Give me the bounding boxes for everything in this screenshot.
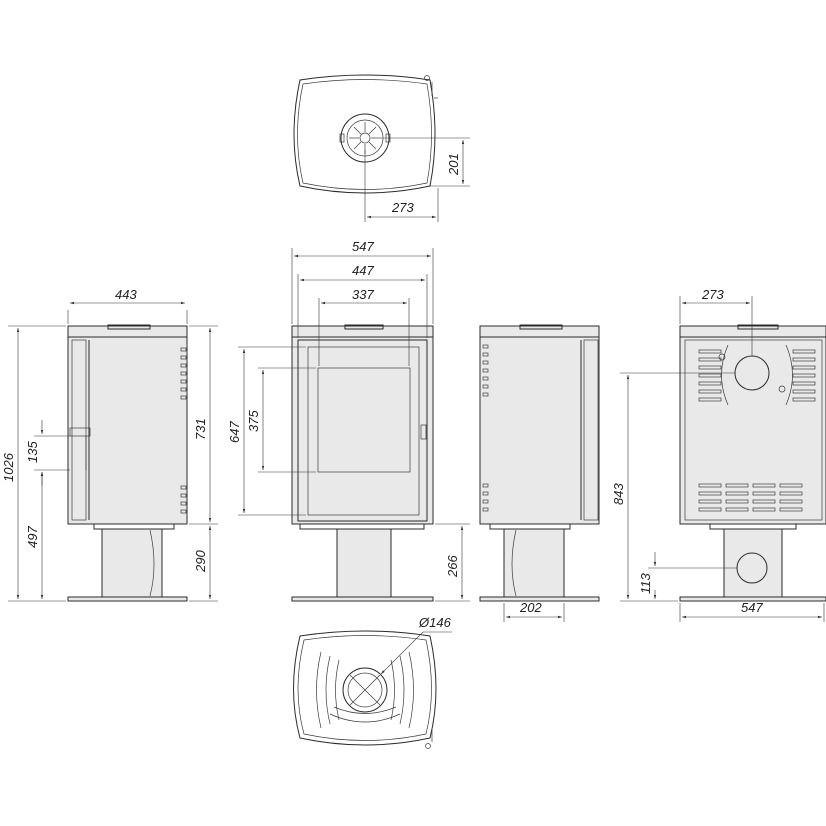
bottom-dimensions: Ø146 xyxy=(380,615,452,675)
dim-top-depth: 273 xyxy=(391,200,414,215)
side-view-right xyxy=(479,324,600,602)
back-dimensions: 273 843 113 547 xyxy=(611,287,825,622)
dim-height-handle: 135 xyxy=(25,441,40,463)
right-vents-bottom xyxy=(482,483,489,512)
dim-front-base: 266 xyxy=(445,555,460,578)
dim-side-depth: 443 xyxy=(115,287,137,302)
dim-side-base-depth: 202 xyxy=(519,600,542,615)
dim-height-total: 1026 xyxy=(1,452,16,482)
dim-back-outlet-height: 843 xyxy=(611,483,626,505)
back-upper-grille xyxy=(698,344,816,406)
dim-back-lower-outlet: 113 xyxy=(638,573,653,594)
dim-bottom-diameter: Ø146 xyxy=(418,615,452,630)
side-vents-bottom xyxy=(180,485,187,514)
dim-top-offset: 201 xyxy=(446,153,461,176)
dim-height-pivot: 497 xyxy=(25,526,40,548)
front-view xyxy=(291,324,434,602)
top-dimensions: 201 273 xyxy=(364,137,470,222)
right-side-dimensions: 202 xyxy=(503,600,565,622)
side-dimensions: 443 1026 497 135 731 290 xyxy=(1,287,218,602)
dim-width-outer: 547 xyxy=(352,239,374,254)
dim-back-outlet-offset: 273 xyxy=(701,287,724,302)
dim-height-body: 731 xyxy=(193,418,208,440)
dim-width-inner: 337 xyxy=(352,287,374,302)
back-lower-grille xyxy=(698,483,803,512)
dim-back-width: 547 xyxy=(741,600,763,615)
side-view-left xyxy=(67,324,188,602)
bottom-view xyxy=(293,630,437,749)
back-view xyxy=(679,324,826,602)
bottom-slots xyxy=(316,651,414,729)
dim-front-height: 647 xyxy=(227,421,242,443)
dim-width-mid: 447 xyxy=(352,263,374,278)
right-vents-top xyxy=(482,344,489,397)
dim-height-base: 290 xyxy=(193,550,208,573)
top-view xyxy=(293,74,438,194)
dim-glass-height: 375 xyxy=(246,410,261,432)
side-vents-top xyxy=(180,347,187,400)
front-dimensions: 547 447 337 647 375 266 xyxy=(227,239,470,602)
